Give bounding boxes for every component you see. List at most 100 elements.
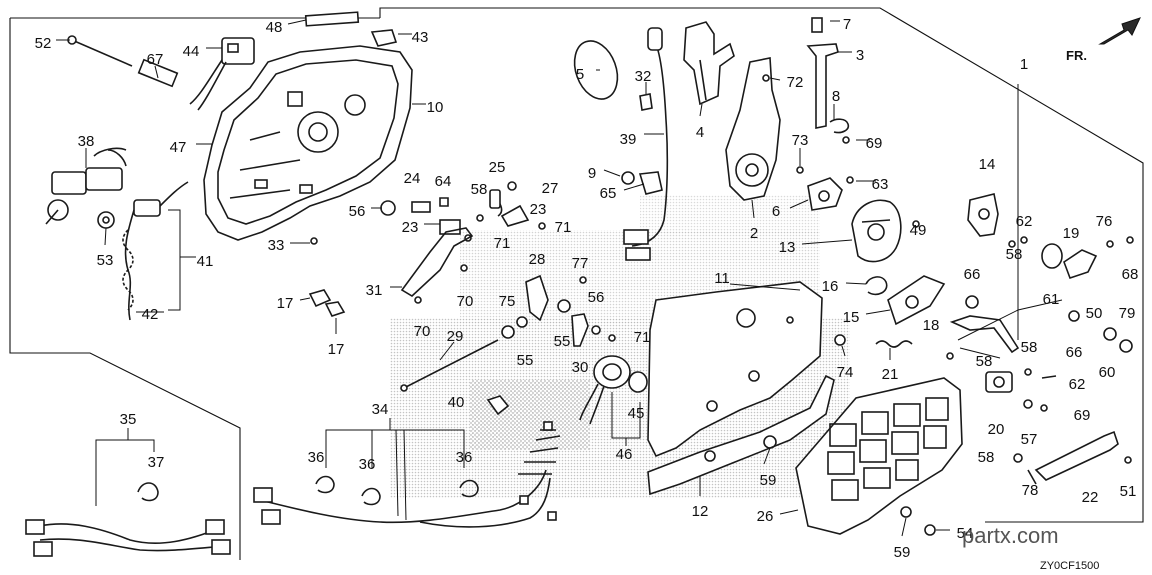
callout-c64: 64 bbox=[435, 173, 452, 190]
callout-c9: 9 bbox=[588, 165, 596, 182]
grid-panel-26 bbox=[795, 377, 963, 536]
callout-c54: 54 bbox=[957, 525, 974, 542]
callout-c36b: 36 bbox=[359, 456, 376, 473]
callout-c59b: 59 bbox=[894, 544, 911, 561]
callout-c41: 41 bbox=[197, 253, 214, 270]
callout-c49: 49 bbox=[910, 222, 927, 239]
control-lever-2 bbox=[725, 57, 781, 201]
callout-c25: 25 bbox=[489, 159, 506, 176]
clip-40 bbox=[486, 395, 510, 416]
hex-nut-53 bbox=[97, 211, 115, 229]
stop-switch-lanyard bbox=[122, 181, 189, 321]
callout-c7: 7 bbox=[843, 16, 851, 33]
callout-c62b: 62 bbox=[1069, 376, 1086, 393]
callout-c6: 6 bbox=[772, 203, 780, 220]
callout-c58e: 58 bbox=[978, 449, 995, 466]
ignition-switch bbox=[45, 147, 127, 225]
parts-15-16-21-74 bbox=[834, 275, 946, 348]
callout-c30: 30 bbox=[572, 359, 589, 376]
callout-c42: 42 bbox=[142, 306, 159, 323]
callout-c68: 68 bbox=[1122, 266, 1139, 283]
callout-c55a: 55 bbox=[517, 352, 534, 369]
callout-bracket-34 bbox=[325, 418, 465, 521]
callout-c23b: 23 bbox=[530, 201, 547, 218]
callout-c71c: 71 bbox=[634, 329, 651, 346]
callout-c29: 29 bbox=[447, 328, 464, 345]
callout-c76: 76 bbox=[1096, 213, 1113, 230]
callout-c53: 53 bbox=[97, 252, 114, 269]
callout-c16: 16 bbox=[822, 278, 839, 295]
callout-c59a: 59 bbox=[760, 472, 777, 489]
callout-c11: 11 bbox=[714, 270, 730, 287]
switch-20 bbox=[985, 371, 1057, 412]
watermark: partx.com bbox=[962, 523, 1059, 548]
gear-plate-13 bbox=[851, 199, 920, 263]
callout-c70b: 70 bbox=[414, 323, 431, 340]
callout-c74: 74 bbox=[837, 364, 854, 381]
neutral-switch-46 bbox=[579, 355, 648, 446]
callout-c75: 75 bbox=[499, 293, 516, 310]
callout-c2: 2 bbox=[750, 225, 758, 242]
callout-c39: 39 bbox=[620, 131, 637, 148]
callout-c1: 1 bbox=[1020, 56, 1028, 73]
callout-c56b: 56 bbox=[588, 289, 605, 306]
shift-rod-29 bbox=[400, 339, 499, 392]
callout-c12: 12 bbox=[692, 503, 709, 520]
screws-72-73 bbox=[762, 74, 804, 174]
callout-c17a: 17 bbox=[277, 295, 294, 312]
callout-c58c: 58 bbox=[1021, 339, 1038, 356]
long-bolt bbox=[67, 35, 179, 88]
wire-harness-34 bbox=[253, 421, 561, 528]
callout-bracket-41 bbox=[168, 209, 196, 311]
callout-c60: 60 bbox=[1099, 364, 1116, 381]
callout-c51: 51 bbox=[1120, 483, 1137, 500]
callout-c35: 35 bbox=[120, 411, 137, 428]
caps-17 bbox=[308, 289, 346, 317]
leader-lines bbox=[56, 19, 950, 537]
callout-c71b: 71 bbox=[494, 235, 511, 252]
callout-c43: 43 bbox=[412, 29, 429, 46]
callout-c18: 18 bbox=[923, 317, 940, 334]
callout-c15: 15 bbox=[843, 309, 860, 326]
callout-c79: 79 bbox=[1119, 305, 1136, 322]
callout-c19: 19 bbox=[1063, 225, 1080, 242]
callout-c45: 45 bbox=[628, 405, 645, 422]
callout-c47: 47 bbox=[170, 139, 187, 156]
callout-c34: 34 bbox=[372, 401, 389, 418]
callout-c14: 14 bbox=[979, 156, 996, 173]
retaining-ring-5 bbox=[573, 40, 619, 100]
leaders-right bbox=[957, 84, 1063, 359]
callout-c36c: 36 bbox=[456, 449, 473, 466]
emergency-switch bbox=[189, 37, 255, 111]
callout-c27: 27 bbox=[542, 180, 559, 197]
side-plate-11 bbox=[647, 281, 823, 458]
clip-32 bbox=[639, 93, 653, 111]
callout-c48: 48 bbox=[266, 19, 283, 36]
callout-c10: 10 bbox=[427, 99, 444, 116]
callout-c38: 38 bbox=[78, 133, 95, 150]
callout-c70a: 70 bbox=[457, 293, 474, 310]
callout-c8: 8 bbox=[832, 88, 840, 105]
small-parts-right bbox=[965, 236, 1134, 353]
callout-c26: 26 bbox=[757, 508, 774, 525]
callout-c20: 20 bbox=[988, 421, 1005, 438]
top-clip-parts bbox=[304, 11, 398, 47]
callout-c24: 24 bbox=[404, 170, 421, 187]
spring-bracket-3-7-8 bbox=[806, 17, 850, 144]
callout-c58a: 58 bbox=[471, 181, 488, 198]
callout-c32: 32 bbox=[635, 68, 652, 85]
callout-c67: 67 bbox=[147, 51, 164, 68]
callout-c69a: 69 bbox=[866, 135, 883, 152]
callout-c56a: 56 bbox=[349, 203, 366, 220]
callout-c21: 21 bbox=[882, 366, 899, 383]
callout-c17b: 17 bbox=[328, 341, 345, 358]
callout-c61: 61 bbox=[1043, 291, 1060, 308]
callout-c36a: 36 bbox=[308, 449, 325, 466]
callout-c50: 50 bbox=[1086, 305, 1103, 322]
callout-c62a: 62 bbox=[1016, 213, 1033, 230]
callout-c52: 52 bbox=[35, 35, 52, 52]
link-rod-22 bbox=[1013, 430, 1132, 485]
front-direction-arrow: FR. bbox=[1066, 17, 1141, 63]
